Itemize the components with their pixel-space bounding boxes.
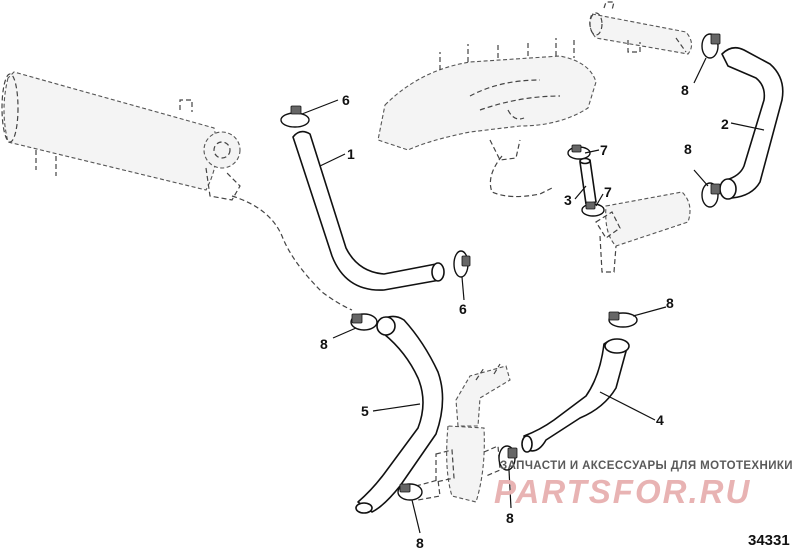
clamp-8d bbox=[608, 311, 638, 328]
callout-5: 5 bbox=[361, 403, 369, 419]
clamps-group bbox=[280, 33, 721, 501]
heat-exchanger-ghost bbox=[1, 71, 353, 311]
callout-6b: 6 bbox=[459, 301, 467, 317]
watermark-tagline: ЗАПЧАСТИ И АКСЕССУАРЫ ДЛЯ МОТОТЕХНИКИ bbox=[500, 460, 793, 472]
callout-8c: 8 bbox=[320, 336, 328, 352]
clamp-8e bbox=[397, 483, 423, 501]
thermostat-housing-ghost bbox=[589, 1, 693, 55]
watermark-logo: PARTSFOR.RU bbox=[494, 473, 751, 510]
hose-3 bbox=[579, 159, 597, 205]
hose-4-end bbox=[604, 338, 630, 354]
hose-5-end bbox=[376, 316, 396, 336]
hose-1-end bbox=[431, 262, 445, 282]
callout-2: 2 bbox=[721, 116, 729, 132]
hose-4 bbox=[523, 339, 629, 452]
clamp-7a bbox=[567, 144, 591, 160]
seawater-pump-ghost bbox=[595, 191, 691, 273]
callout-1: 1 bbox=[347, 146, 355, 162]
hose-2 bbox=[721, 46, 784, 199]
callout-7b: 7 bbox=[604, 184, 612, 200]
clamp-8b bbox=[701, 182, 721, 208]
exhaust-manifold-ghost bbox=[377, 38, 597, 198]
water-pump-housing-ghost bbox=[415, 363, 511, 503]
callout-8e: 8 bbox=[416, 535, 424, 551]
callout-3: 3 bbox=[564, 192, 572, 208]
clamp-6a bbox=[280, 105, 310, 128]
leader-lines bbox=[301, 57, 765, 534]
clamp-8f bbox=[498, 445, 518, 471]
clamp-7b bbox=[581, 201, 605, 217]
hose-1 bbox=[292, 130, 444, 291]
clamp-8a bbox=[701, 33, 721, 59]
hose-5-end-b bbox=[355, 502, 373, 514]
hose-4-end-b bbox=[521, 435, 533, 453]
hose-5 bbox=[357, 315, 444, 513]
callout-4: 4 bbox=[656, 412, 664, 428]
callout-6a: 6 bbox=[342, 92, 350, 108]
clamp-8c bbox=[350, 313, 378, 331]
clamp-6b bbox=[453, 250, 471, 278]
callout-7a: 7 bbox=[600, 142, 608, 158]
callouts: 6 1 2 3 4 5 6 7 7 8 8 8 8 8 8 bbox=[320, 82, 729, 551]
hose-2-end bbox=[719, 178, 737, 200]
callout-8a: 8 bbox=[681, 82, 689, 98]
callout-8f: 8 bbox=[506, 510, 514, 526]
diagram-number: 34331 bbox=[748, 532, 790, 549]
callout-8d: 8 bbox=[666, 295, 674, 311]
callout-8b: 8 bbox=[684, 141, 692, 157]
